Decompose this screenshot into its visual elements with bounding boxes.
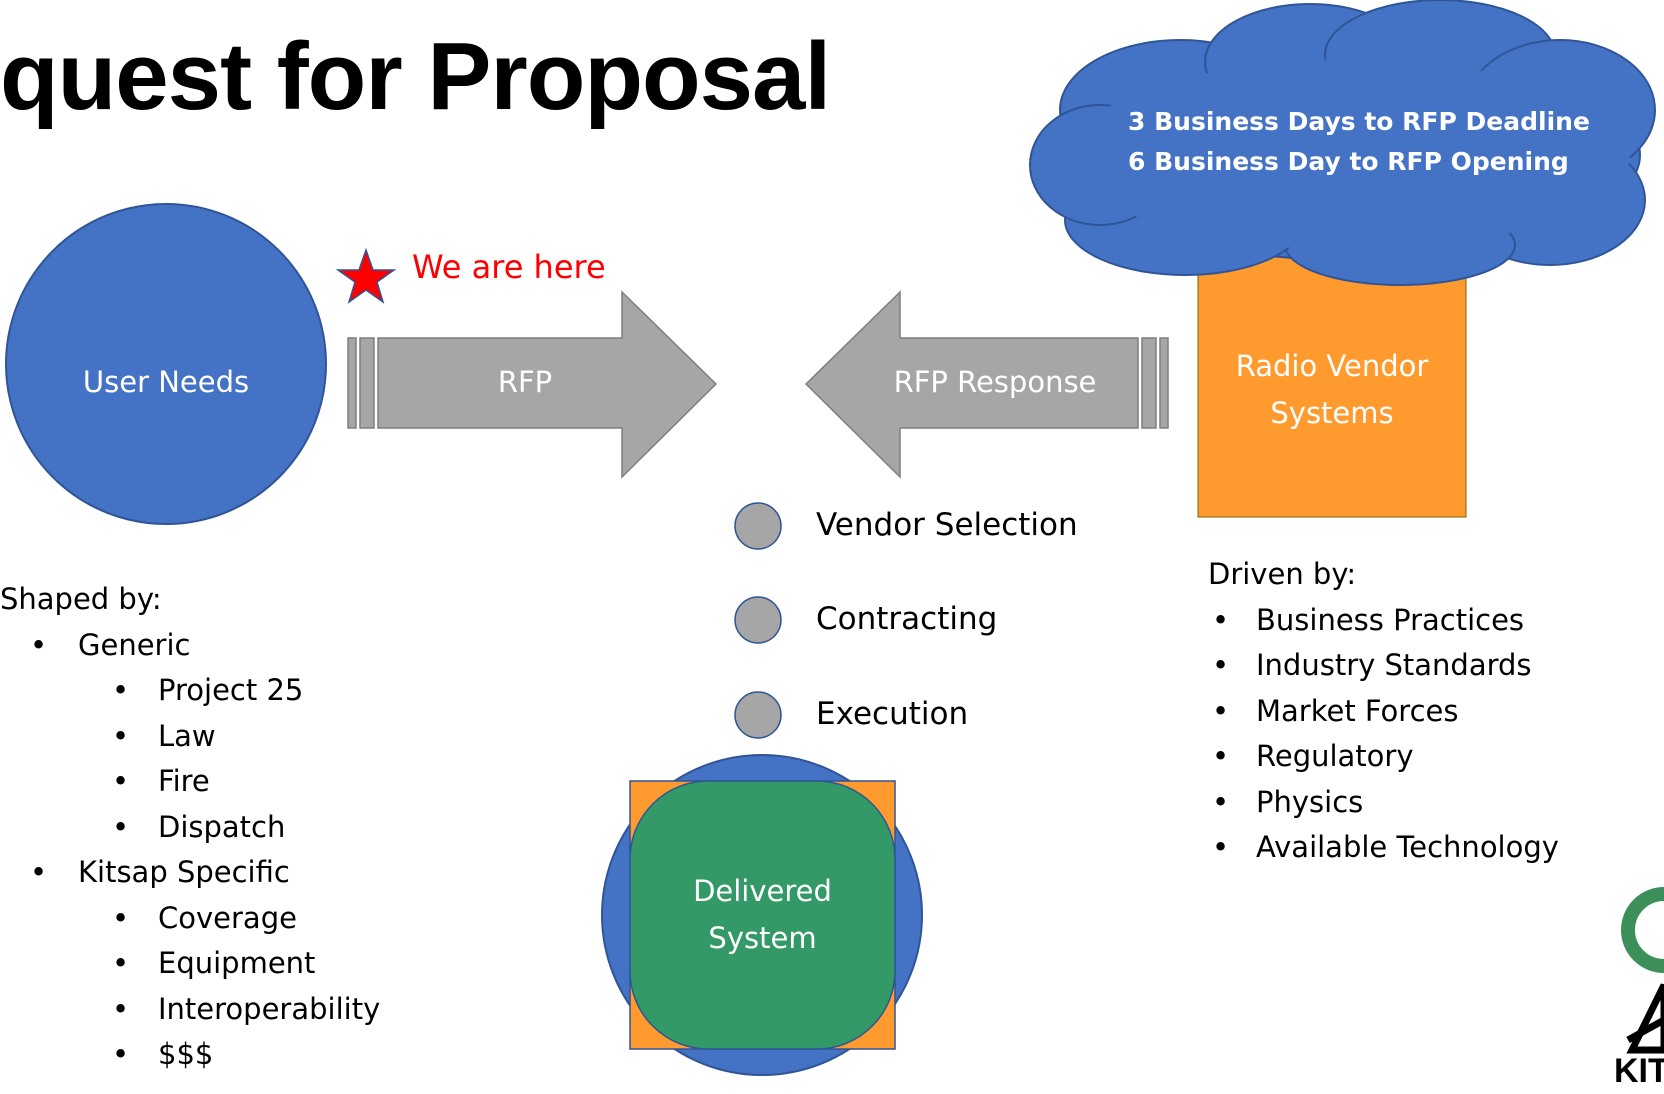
driven-by-heading-text: Driven by: xyxy=(1208,557,1357,591)
radio-vendor-line-1: Radio Vendor xyxy=(1235,349,1429,383)
step-execution: Execution xyxy=(816,696,969,732)
bullet-icon: • xyxy=(112,946,130,980)
kitsap-logo-text: KIT xyxy=(1614,1052,1664,1090)
list-item: • Regulatory xyxy=(1208,734,1648,780)
bullet-icon: • xyxy=(1212,602,1230,637)
radio-vendor-label: Radio Vendor Systems xyxy=(1198,343,1466,437)
list-item-label: Market Forces xyxy=(1256,693,1459,728)
delivered-system-shape xyxy=(601,754,923,1076)
list-item: • Equipment xyxy=(0,941,460,987)
list-item: • Industry Standards xyxy=(1208,643,1648,689)
bullet-icon: • xyxy=(1212,739,1230,773)
rfp-label: RFP xyxy=(497,365,553,399)
driven-by-heading: Driven by: xyxy=(1208,552,1648,598)
slide-title: quest for Proposal xyxy=(0,23,831,130)
list-item: • Physics xyxy=(1208,780,1648,826)
rfp-response-arrow xyxy=(804,290,1169,479)
list-item-label: Fire xyxy=(158,764,210,798)
list-item-label: Available Technology xyxy=(1256,830,1559,864)
step-circle-execution xyxy=(734,691,782,739)
list-item-label: Business Practices xyxy=(1256,602,1525,637)
list-item-label: Project 25 xyxy=(158,673,304,707)
shaped-by-heading: Shaped by: xyxy=(0,577,460,623)
bullet-icon: • xyxy=(112,991,130,1026)
list-item: • Market Forces xyxy=(1208,689,1648,735)
delivered-system-label: Delivered System xyxy=(630,868,895,962)
radio-vendor-box xyxy=(1197,254,1467,518)
cloud-text: 3 Business Days to RFP Deadline 6 Busine… xyxy=(1128,102,1590,182)
list-item-label: Kitsap Specific xyxy=(78,855,290,889)
bullet-icon: • xyxy=(1212,648,1230,682)
list-item: • Project 25 xyxy=(0,668,460,714)
bullet-icon: • xyxy=(112,900,130,935)
list-item-label: Generic xyxy=(78,627,191,662)
list-item: • Business Practices xyxy=(1208,598,1648,644)
list-item-label: Coverage xyxy=(158,900,297,935)
rfp-arrow xyxy=(347,290,718,479)
user-needs-label: User Needs xyxy=(82,365,250,399)
list-item-label: $$$ xyxy=(158,1037,214,1071)
list-item: • Kitsap Specific xyxy=(0,850,460,896)
kitsap-logo xyxy=(1621,887,1664,1054)
list-item: • Available Technology xyxy=(1208,825,1648,871)
we-are-here-label: We are here xyxy=(412,248,606,286)
bullet-icon: • xyxy=(1212,693,1230,728)
list-item: • $$$ xyxy=(0,1032,460,1078)
bullet-icon: • xyxy=(30,855,48,889)
cloud-line-2: 6 Business Day to RFP Opening xyxy=(1128,147,1569,176)
bullet-icon: • xyxy=(30,627,48,662)
shaped-by-list: Shaped by: • Generic • Project 25 • Law • Fi… xyxy=(0,577,460,1078)
list-item-label: Regulatory xyxy=(1256,739,1414,773)
star-icon xyxy=(335,247,397,304)
step-contracting: Contracting xyxy=(816,601,998,637)
list-item: • Coverage xyxy=(0,896,460,942)
bullet-icon: • xyxy=(112,764,130,798)
list-item: • Generic xyxy=(0,623,460,669)
bullet-icon: • xyxy=(112,718,130,753)
list-item-label: Industry Standards xyxy=(1256,648,1532,682)
driven-by-list: Driven by: • Business Practices • Industry… xyxy=(1208,552,1648,871)
user-needs-circle xyxy=(5,203,327,525)
step-circle-contracting xyxy=(734,596,782,644)
list-item: • Interoperability xyxy=(0,987,460,1033)
step-circle-vendor-selection xyxy=(734,502,782,550)
bullet-icon: • xyxy=(1212,784,1230,819)
bullet-icon: • xyxy=(112,1037,130,1071)
list-item-label: Physics xyxy=(1256,784,1364,819)
cloud-line-1: 3 Business Days to RFP Deadline xyxy=(1128,107,1590,136)
shaped-by-heading-text: Shaped by: xyxy=(0,582,162,616)
list-item-label: Law xyxy=(158,718,216,753)
list-item: • Law xyxy=(0,714,460,760)
list-item: • Fire xyxy=(0,759,460,805)
step-vendor-selection: Vendor Selection xyxy=(816,507,1078,543)
bullet-icon: • xyxy=(112,673,130,707)
list-item: • Dispatch xyxy=(0,805,460,851)
delivered-line-2: System xyxy=(708,921,817,955)
bullet-icon: • xyxy=(112,809,130,844)
bullet-icon: • xyxy=(1212,830,1230,864)
rfp-response-label: RFP Response xyxy=(893,365,1097,399)
radio-vendor-line-2: Systems xyxy=(1270,396,1394,430)
list-item-label: Dispatch xyxy=(158,809,286,844)
list-item-label: Equipment xyxy=(158,946,316,980)
list-item-label: Interoperability xyxy=(158,991,381,1026)
delivered-line-1: Delivered xyxy=(693,874,832,908)
